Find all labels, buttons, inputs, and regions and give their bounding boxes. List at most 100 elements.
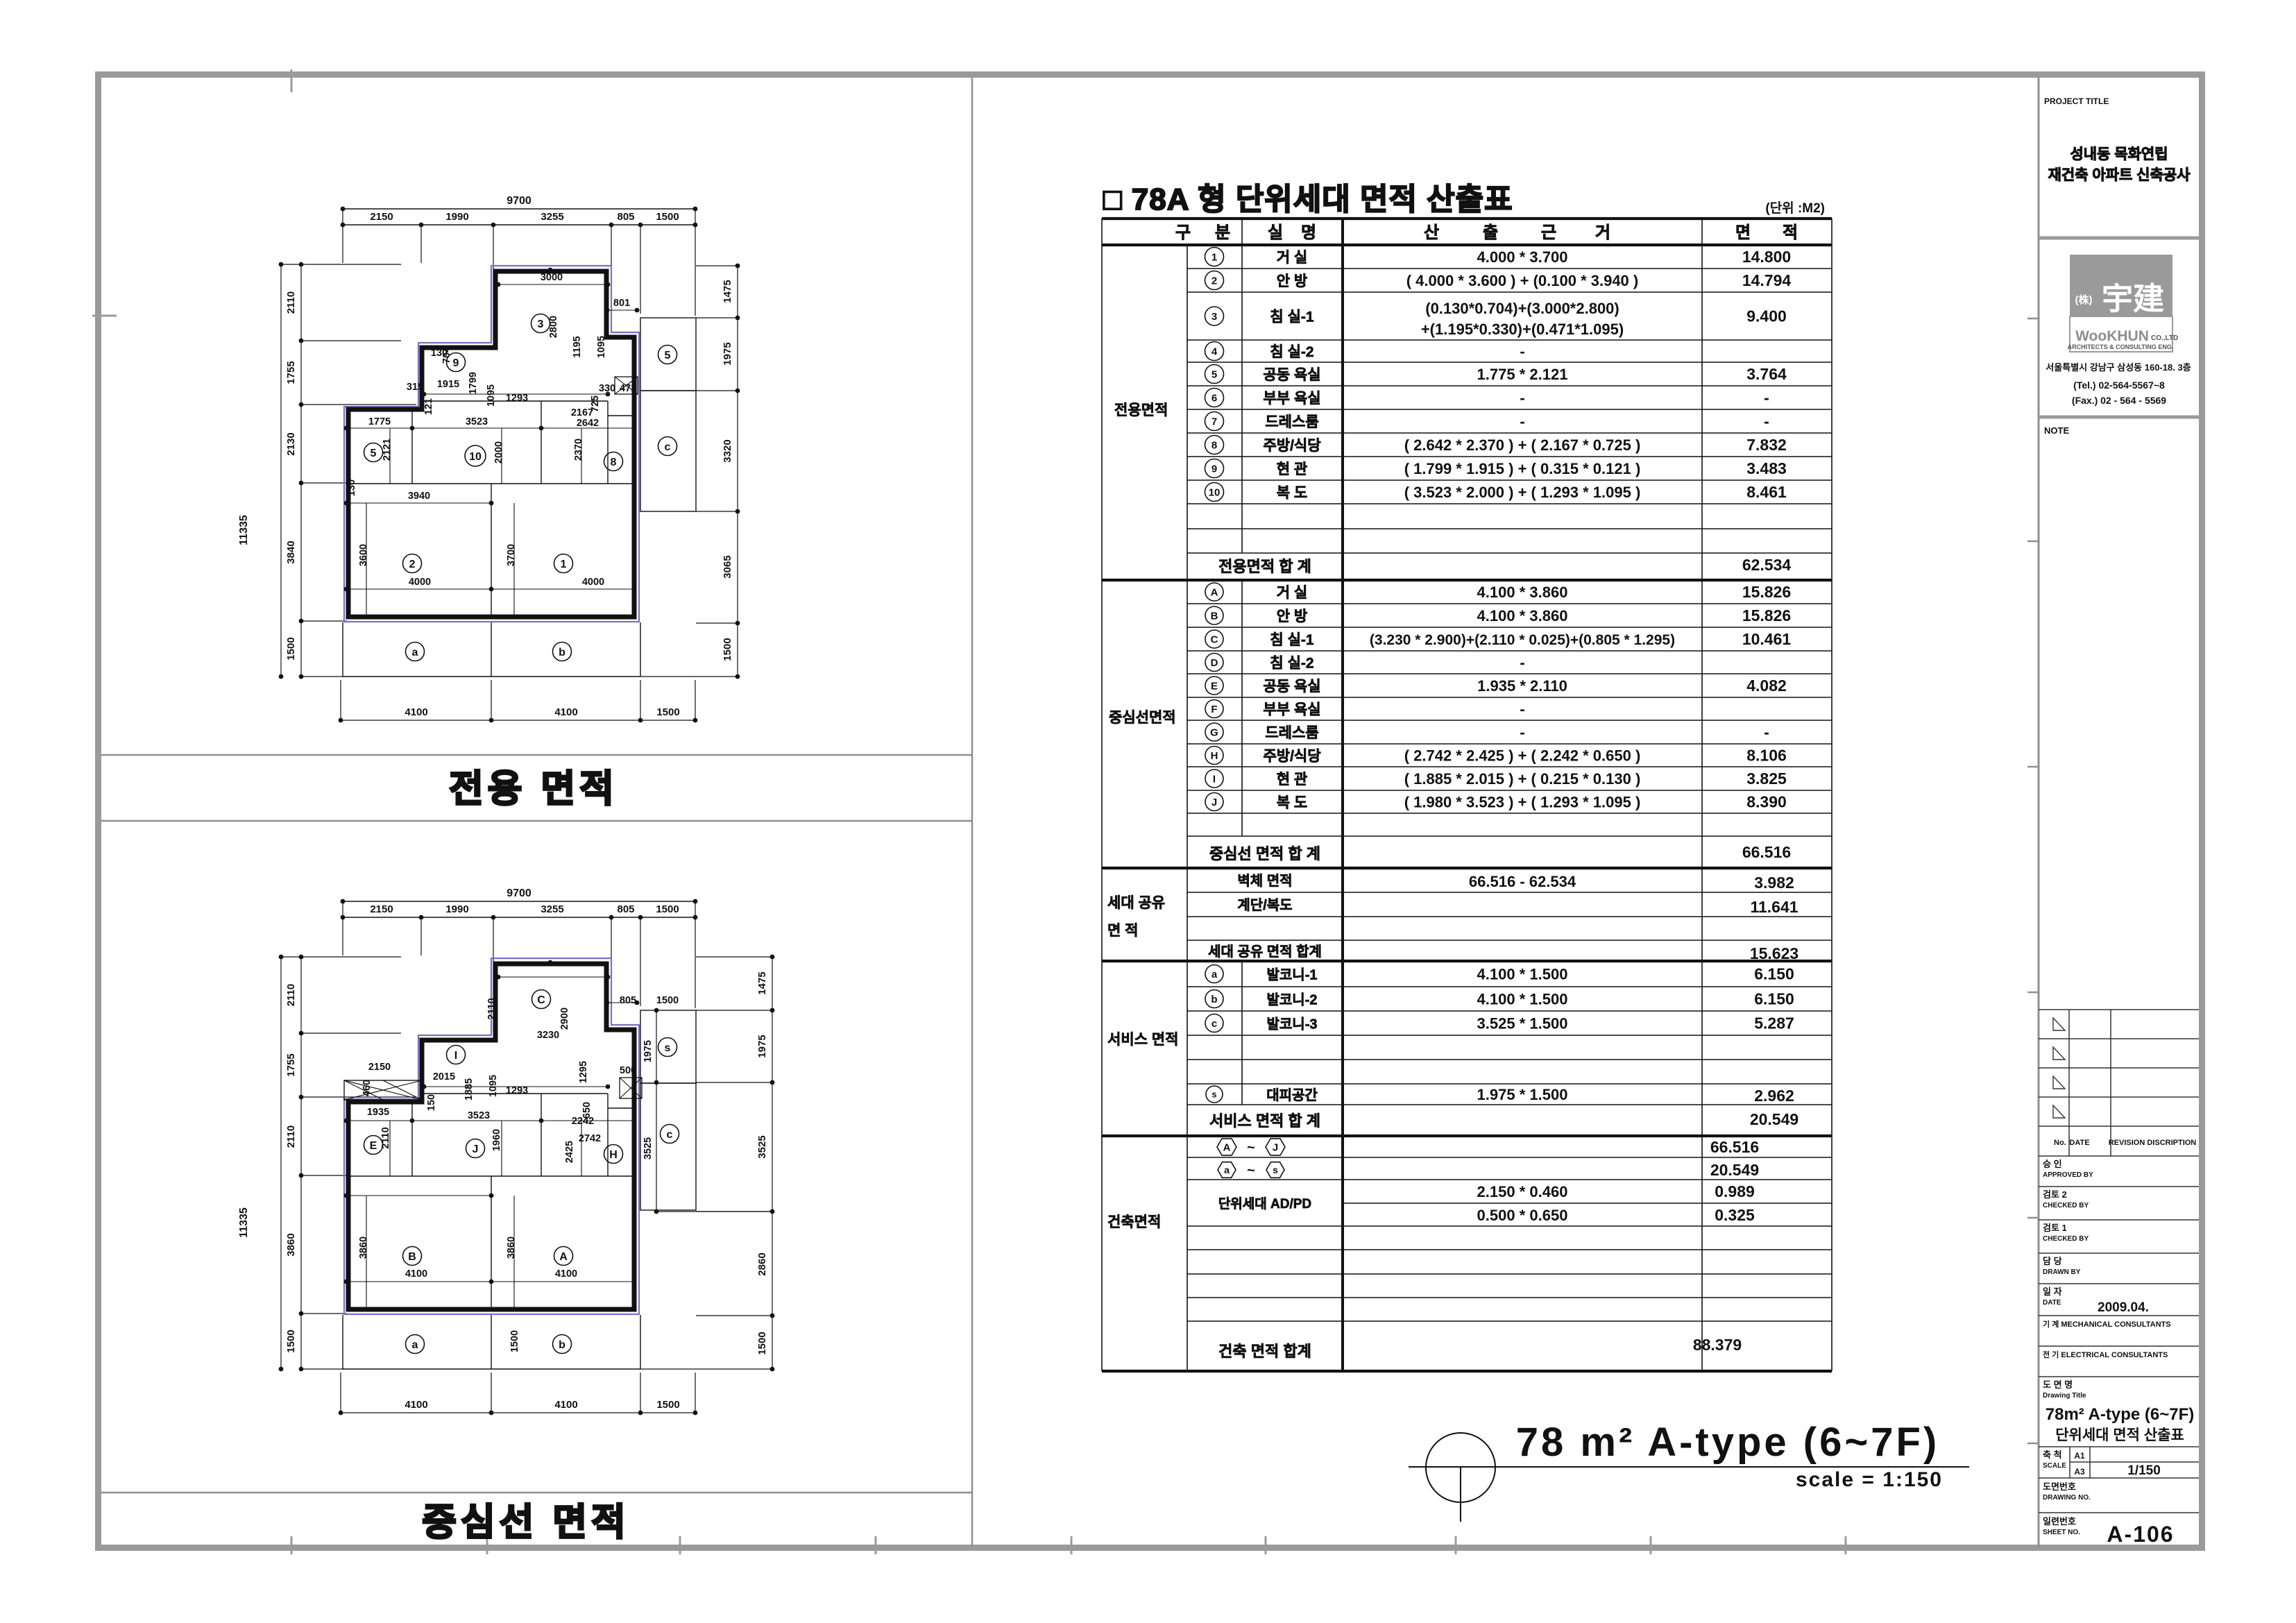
svg-text:공동 욕실: 공동 욕실 xyxy=(1263,679,1320,695)
svg-text:11.641: 11.641 xyxy=(1750,898,1798,916)
svg-text:PROJECT TITLE: PROJECT TITLE xyxy=(2044,96,2109,106)
svg-text:-: - xyxy=(1520,343,1524,360)
svg-text:근: 근 xyxy=(1541,223,1556,242)
svg-text:1975: 1975 xyxy=(643,1040,654,1062)
svg-text:2860: 2860 xyxy=(756,1252,768,1275)
svg-text:침 실-2: 침 실-2 xyxy=(1270,656,1313,672)
svg-text:9.400: 9.400 xyxy=(1746,307,1787,325)
svg-text:건축면적: 건축면적 xyxy=(1107,1214,1161,1230)
svg-text:5: 5 xyxy=(371,448,377,459)
svg-text:성내동 목화연립: 성내동 목화연립 xyxy=(2070,146,2168,162)
svg-text:CHECKED BY: CHECKED BY xyxy=(2043,1235,2089,1243)
svg-text:A: A xyxy=(1211,586,1218,598)
svg-text:분: 분 xyxy=(1215,223,1230,242)
svg-text:5: 5 xyxy=(665,350,671,362)
svg-text:E: E xyxy=(370,1140,377,1152)
svg-text:c: c xyxy=(665,441,671,453)
svg-text:검토 1: 검토 1 xyxy=(2043,1223,2067,1233)
svg-text:1500: 1500 xyxy=(656,1399,679,1411)
svg-text:ARCHITECTS & CONSULTING ENG.: ARCHITECTS & CONSULTING ENG. xyxy=(2068,343,2174,350)
svg-text:805: 805 xyxy=(617,211,634,223)
svg-text:10: 10 xyxy=(1209,486,1221,498)
svg-text:78 m² A-type (6~7F): 78 m² A-type (6~7F) xyxy=(1516,1420,1940,1465)
svg-text:CO.,LTD: CO.,LTD xyxy=(2151,334,2178,342)
svg-text:2009.04.: 2009.04. xyxy=(2098,1300,2149,1315)
svg-text:+(1.195*0.330)+(0.471*1.095): +(1.195*0.330)+(0.471*1.095) xyxy=(1421,321,1624,338)
svg-text:REVISION DISCRIPTION: REVISION DISCRIPTION xyxy=(2109,1139,2197,1147)
svg-text:1500: 1500 xyxy=(722,638,733,661)
svg-text:산: 산 xyxy=(1424,223,1439,242)
svg-text:C: C xyxy=(537,994,545,1006)
svg-text:도면번호: 도면번호 xyxy=(2043,1481,2076,1492)
svg-text:A: A xyxy=(1223,1141,1231,1153)
svg-text:4000: 4000 xyxy=(409,577,431,588)
svg-text:a: a xyxy=(1224,1164,1230,1175)
svg-text:서울특별시 강남구 삼성동 160-18. 3층: 서울특별시 강남구 삼성동 160-18. 3층 xyxy=(2046,362,2191,373)
svg-text:( 1.799 * 1.915 ) + ( 0.315 *: ( 1.799 * 1.915 ) + ( 0.315 * 0.121 ) xyxy=(1404,460,1641,477)
svg-text:대피공간: 대피공간 xyxy=(1266,1087,1318,1103)
svg-text:거 실: 거 실 xyxy=(1277,250,1307,266)
svg-text:B: B xyxy=(408,1251,416,1263)
svg-text:s: s xyxy=(665,1042,671,1054)
svg-text:재건축 아파트 신축공사: 재건축 아파트 신축공사 xyxy=(2048,167,2191,183)
svg-text:460: 460 xyxy=(362,1080,373,1096)
svg-text:SHEET NO.: SHEET NO. xyxy=(2043,1529,2080,1536)
svg-text:315: 315 xyxy=(407,382,423,393)
svg-text:2800: 2800 xyxy=(548,316,559,338)
svg-text:출: 출 xyxy=(1483,223,1498,242)
svg-text:1799: 1799 xyxy=(468,372,479,394)
svg-text:1885: 1885 xyxy=(464,1078,475,1101)
svg-text:1500: 1500 xyxy=(285,637,297,660)
svg-text:a: a xyxy=(412,1339,418,1351)
svg-text:적: 적 xyxy=(1783,223,1798,242)
svg-text:4100: 4100 xyxy=(554,706,577,718)
svg-text:2121: 2121 xyxy=(382,439,393,461)
svg-text:NOTE: NOTE xyxy=(2044,425,2069,436)
svg-text:축 척: 축 척 xyxy=(2043,1450,2062,1460)
svg-text:7: 7 xyxy=(1211,416,1217,427)
svg-text:1500: 1500 xyxy=(756,1332,768,1354)
svg-text:공동 욕실: 공동 욕실 xyxy=(1263,367,1320,383)
svg-text:현 관: 현 관 xyxy=(1277,461,1307,477)
svg-text:No.: No. xyxy=(2054,1139,2066,1147)
svg-text:s: s xyxy=(1273,1164,1278,1175)
svg-text:1475: 1475 xyxy=(756,971,768,994)
svg-text:단위세대 AD/PD: 단위세대 AD/PD xyxy=(1218,1196,1311,1212)
svg-text:부부 욕실: 부부 욕실 xyxy=(1263,702,1320,718)
svg-text:66.516: 66.516 xyxy=(1742,843,1791,861)
svg-text:중심선 면적 합 계: 중심선 면적 합 계 xyxy=(1209,845,1320,863)
svg-text:14.794: 14.794 xyxy=(1742,271,1792,289)
svg-text:3860: 3860 xyxy=(506,1237,517,1259)
svg-text:725: 725 xyxy=(590,396,601,412)
svg-text:3840: 3840 xyxy=(285,541,297,563)
svg-text:( 2.742 * 2.425 ) + ( 2.242 *: ( 2.742 * 2.425 ) + ( 2.242 * 0.650 ) xyxy=(1404,747,1641,765)
svg-text:벽체 면적: 벽체 면적 xyxy=(1237,873,1292,889)
svg-text:3.525 * 1.500: 3.525 * 1.500 xyxy=(1477,1015,1568,1033)
svg-text:1475: 1475 xyxy=(722,280,733,303)
svg-text:4100: 4100 xyxy=(555,1268,577,1280)
svg-text:3860: 3860 xyxy=(285,1233,297,1256)
svg-text:9700: 9700 xyxy=(507,887,532,899)
svg-text:( 2.642 * 2.370 ) + ( 2.167 *: ( 2.642 * 2.370 ) + ( 2.167 * 0.725 ) xyxy=(1404,436,1641,454)
svg-text:1500: 1500 xyxy=(285,1329,297,1352)
svg-text:4100: 4100 xyxy=(405,706,427,718)
svg-text:~: ~ xyxy=(1247,1140,1255,1155)
svg-text:15.826: 15.826 xyxy=(1742,606,1791,624)
svg-text:H: H xyxy=(1211,750,1218,762)
svg-text:-: - xyxy=(1520,724,1524,741)
svg-text:b: b xyxy=(559,1339,566,1351)
svg-text:4: 4 xyxy=(1211,346,1218,357)
svg-text:704: 704 xyxy=(441,347,452,364)
svg-text:발코니-1: 발코니-1 xyxy=(1267,967,1318,983)
svg-text:2110: 2110 xyxy=(285,984,297,1007)
svg-text:Drawing Title: Drawing Title xyxy=(2043,1392,2086,1400)
svg-text:650: 650 xyxy=(581,1102,593,1119)
svg-text:0.989: 0.989 xyxy=(1715,1182,1755,1200)
svg-text:3255: 3255 xyxy=(541,211,563,223)
svg-text:1: 1 xyxy=(1211,251,1217,263)
svg-text:J: J xyxy=(473,1144,479,1155)
svg-text:9: 9 xyxy=(453,357,459,369)
svg-text:G: G xyxy=(1210,726,1218,738)
svg-text:130: 130 xyxy=(431,348,448,359)
svg-text:( 3.523 * 2.000 ) + ( 1.293 *: ( 3.523 * 2.000 ) + ( 1.293 * 1.095 ) xyxy=(1404,484,1641,501)
